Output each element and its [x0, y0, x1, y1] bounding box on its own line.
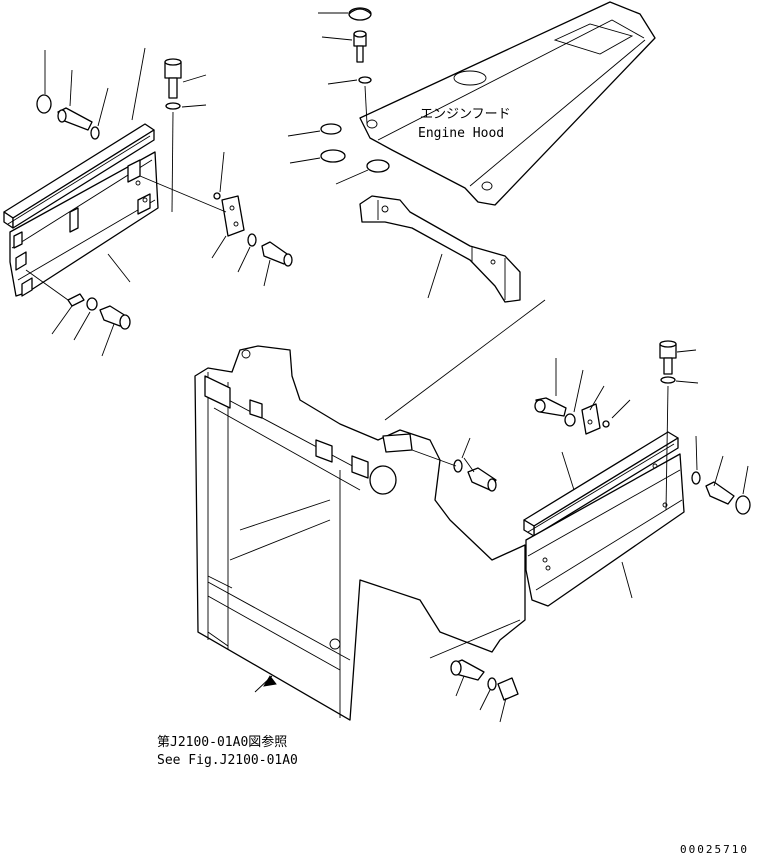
engine-hood [359, 1, 656, 206]
drawing-code: 00025710 [680, 843, 749, 856]
left-rail [3, 123, 155, 229]
right-cover-panel [525, 453, 685, 607]
figure-reference-en: See Fig.J2100-01A0 [157, 753, 298, 768]
figure-reference-jp: 第J2100-01A0図参照 [157, 734, 287, 750]
reference-lines [254, 299, 546, 693]
engine-hood-jp-label: エンジンフード [420, 107, 511, 122]
hood-support-bracket [359, 195, 521, 303]
leader-lines [44, 12, 749, 723]
hood-fasteners [320, 7, 390, 173]
right-rail [523, 431, 679, 537]
radiator-frame [194, 345, 526, 721]
right-fasteners [411, 340, 751, 701]
engine-hood-en-label: Engine Hood [418, 126, 504, 141]
left-fasteners [25, 58, 293, 330]
